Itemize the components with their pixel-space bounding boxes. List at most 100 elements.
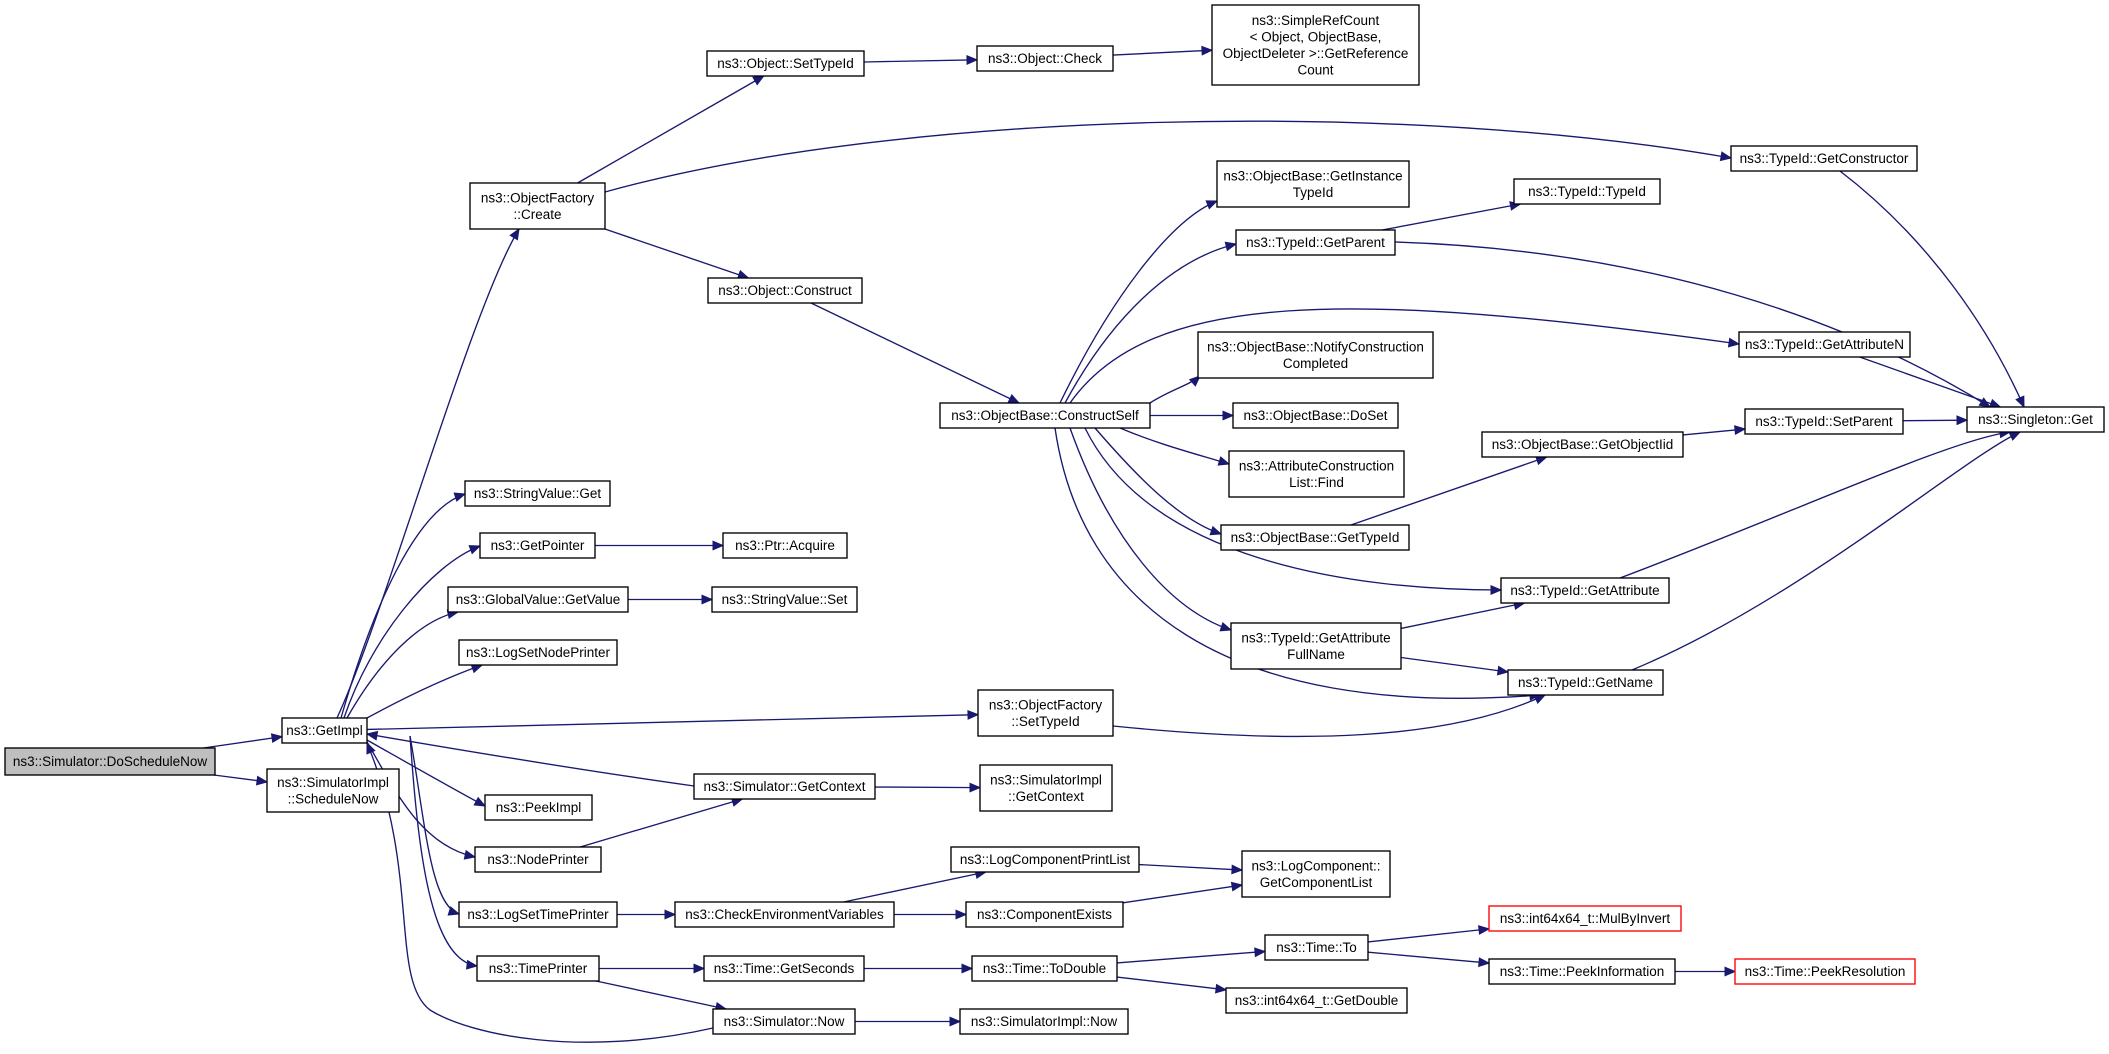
- node-box[interactable]: [447, 586, 629, 613]
- node-stringvalue-set[interactable]: ns3::StringValue::Set: [711, 586, 858, 613]
- node-box[interactable]: [976, 45, 1114, 72]
- node-globalvalue-getvalue[interactable]: ns3::GlobalValue::GetValue: [447, 586, 629, 613]
- node-getimpl[interactable]: ns3::GetImpl: [281, 717, 368, 744]
- node-box[interactable]: [1507, 669, 1664, 696]
- node-box[interactable]: [476, 955, 600, 982]
- node-box[interactable]: [965, 901, 1124, 928]
- node-typeid-getattributen[interactable]: ns3::TypeId::GetAttributeN: [1738, 331, 1911, 358]
- node-simulator-now[interactable]: ns3::Simulator::Now: [712, 1008, 856, 1035]
- node-box[interactable]: [1500, 577, 1670, 604]
- node-time-peekinformation[interactable]: ns3::Time::PeekInformation: [1488, 958, 1676, 985]
- node-doschedulenow[interactable]: ns3::Simulator::DoScheduleNow: [4, 747, 216, 776]
- node-peekimpl[interactable]: ns3::PeekImpl: [484, 794, 593, 821]
- node-box[interactable]: [971, 955, 1118, 982]
- node-objectfactory-settypeid[interactable]: ns3::ObjectFactory::SetTypeId: [977, 689, 1114, 737]
- node-int64x64-getdouble[interactable]: ns3::int64x64_t::GetDouble: [1225, 987, 1408, 1014]
- node-timeprinter[interactable]: ns3::TimePrinter: [476, 955, 600, 982]
- node-singleton-get[interactable]: ns3::Singleton::Get: [1966, 406, 2105, 433]
- node-box[interactable]: [1738, 331, 1911, 358]
- node-box[interactable]: [1488, 958, 1676, 985]
- node-typeid-typeid[interactable]: ns3::TypeId::TypeId: [1513, 178, 1661, 205]
- node-box[interactable]: [722, 532, 848, 559]
- node-typeid-getparent[interactable]: ns3::TypeId::GetParent: [1235, 229, 1396, 256]
- node-box[interactable]: [479, 532, 596, 559]
- node-simimpl-getcontext[interactable]: ns3::SimulatorImpl::GetContext: [979, 764, 1113, 812]
- node-box[interactable]: [1235, 229, 1396, 256]
- node-simplerefcount[interactable]: ns3::SimpleRefCount< Object, ObjectBase,…: [1211, 4, 1420, 86]
- node-simulator-getcontext[interactable]: ns3::Simulator::GetContext: [693, 773, 876, 800]
- node-box[interactable]: [706, 50, 865, 77]
- node-box[interactable]: [1230, 622, 1402, 670]
- node-box[interactable]: [707, 277, 863, 304]
- node-box[interactable]: [474, 846, 602, 873]
- node-box[interactable]: [703, 955, 865, 982]
- node-box[interactable]: [469, 182, 606, 230]
- node-box[interactable]: [1734, 958, 1916, 985]
- node-box[interactable]: [1966, 406, 2105, 433]
- node-logsettimeprinter[interactable]: ns3::LogSetTimePrinter: [458, 901, 618, 928]
- node-nodeprinter[interactable]: ns3::NodePrinter: [474, 846, 602, 873]
- node-box[interactable]: [1220, 524, 1410, 551]
- node-box[interactable]: [1228, 450, 1405, 498]
- node-simimpl-now[interactable]: ns3::SimulatorImpl::Now: [959, 1008, 1129, 1035]
- node-box[interactable]: [1488, 905, 1682, 932]
- node-time-todouble[interactable]: ns3::Time::ToDouble: [971, 955, 1118, 982]
- node-box[interactable]: [1513, 178, 1661, 205]
- node-objectfactory-create[interactable]: ns3::ObjectFactory::Create: [469, 182, 606, 230]
- node-objectbase-getobjectiid[interactable]: ns3::ObjectBase::GetObjectIid: [1481, 431, 1684, 458]
- node-box[interactable]: [1264, 934, 1369, 961]
- node-box[interactable]: [4, 747, 216, 776]
- node-time-to[interactable]: ns3::Time::To: [1264, 934, 1369, 961]
- node-checkenvvars[interactable]: ns3::CheckEnvironmentVariables: [674, 901, 895, 928]
- node-box[interactable]: [693, 773, 876, 800]
- node-object-construct[interactable]: ns3::Object::Construct: [707, 277, 863, 304]
- node-box[interactable]: [950, 846, 1140, 873]
- node-box[interactable]: [458, 901, 618, 928]
- node-box[interactable]: [1481, 431, 1684, 458]
- node-componentexists[interactable]: ns3::ComponentExists: [965, 901, 1124, 928]
- node-typeid-setparent[interactable]: ns3::TypeId::SetParent: [1744, 408, 1904, 435]
- node-objectbase-doset[interactable]: ns3::ObjectBase::DoSet: [1232, 402, 1399, 429]
- node-box[interactable]: [939, 402, 1151, 429]
- node-simimpl-schedulenow[interactable]: ns3::SimulatorImpl::ScheduleNow: [266, 768, 400, 813]
- node-stringvalue-get[interactable]: ns3::StringValue::Get: [464, 480, 611, 507]
- node-box[interactable]: [979, 764, 1113, 812]
- node-box[interactable]: [711, 586, 858, 613]
- node-object-settypeid[interactable]: ns3::Object::SetTypeId: [706, 50, 865, 77]
- node-objectbase-notifyconstruction[interactable]: ns3::ObjectBase::NotifyConstructionCompl…: [1197, 331, 1434, 379]
- node-typeid-getattribute[interactable]: ns3::TypeId::GetAttribute: [1500, 577, 1670, 604]
- node-box[interactable]: [1744, 408, 1904, 435]
- node-box[interactable]: [1197, 331, 1434, 379]
- node-time-getseconds[interactable]: ns3::Time::GetSeconds: [703, 955, 865, 982]
- node-box[interactable]: [674, 901, 895, 928]
- node-box[interactable]: [281, 717, 368, 744]
- node-box[interactable]: [1232, 402, 1399, 429]
- node-ptr-acquire[interactable]: ns3::Ptr::Acquire: [722, 532, 848, 559]
- node-typeid-getname[interactable]: ns3::TypeId::GetName: [1507, 669, 1664, 696]
- node-box[interactable]: [712, 1008, 856, 1035]
- node-getpointer[interactable]: ns3::GetPointer: [479, 532, 596, 559]
- node-logcomponentprintlist[interactable]: ns3::LogComponentPrintList: [950, 846, 1140, 873]
- node-box[interactable]: [266, 768, 400, 813]
- node-logsetnodeprinter[interactable]: ns3::LogSetNodePrinter: [458, 639, 618, 666]
- node-time-peekresolution[interactable]: ns3::Time::PeekResolution: [1734, 958, 1916, 985]
- node-box[interactable]: [458, 639, 618, 666]
- node-box[interactable]: [959, 1008, 1129, 1035]
- node-box[interactable]: [1730, 145, 1918, 172]
- node-box[interactable]: [977, 689, 1114, 737]
- node-objectbase-constructself[interactable]: ns3::ObjectBase::ConstructSelf: [939, 402, 1151, 429]
- node-box[interactable]: [484, 794, 593, 821]
- node-object-check[interactable]: ns3::Object::Check: [976, 45, 1114, 72]
- node-box[interactable]: [1216, 160, 1410, 208]
- node-box[interactable]: [464, 480, 611, 507]
- node-box[interactable]: [1211, 4, 1420, 86]
- node-int64x64-mulbyinvert[interactable]: ns3::int64x64_t::MulByInvert: [1488, 905, 1682, 932]
- node-objectbase-gettypeid[interactable]: ns3::ObjectBase::GetTypeId: [1220, 524, 1410, 551]
- node-typeid-getconstructor[interactable]: ns3::TypeId::GetConstructor: [1730, 145, 1918, 172]
- node-box[interactable]: [1241, 850, 1391, 898]
- node-box[interactable]: [1225, 987, 1408, 1014]
- node-logcomponent-getcomponentlist[interactable]: ns3::LogComponent::GetComponentList: [1241, 850, 1391, 898]
